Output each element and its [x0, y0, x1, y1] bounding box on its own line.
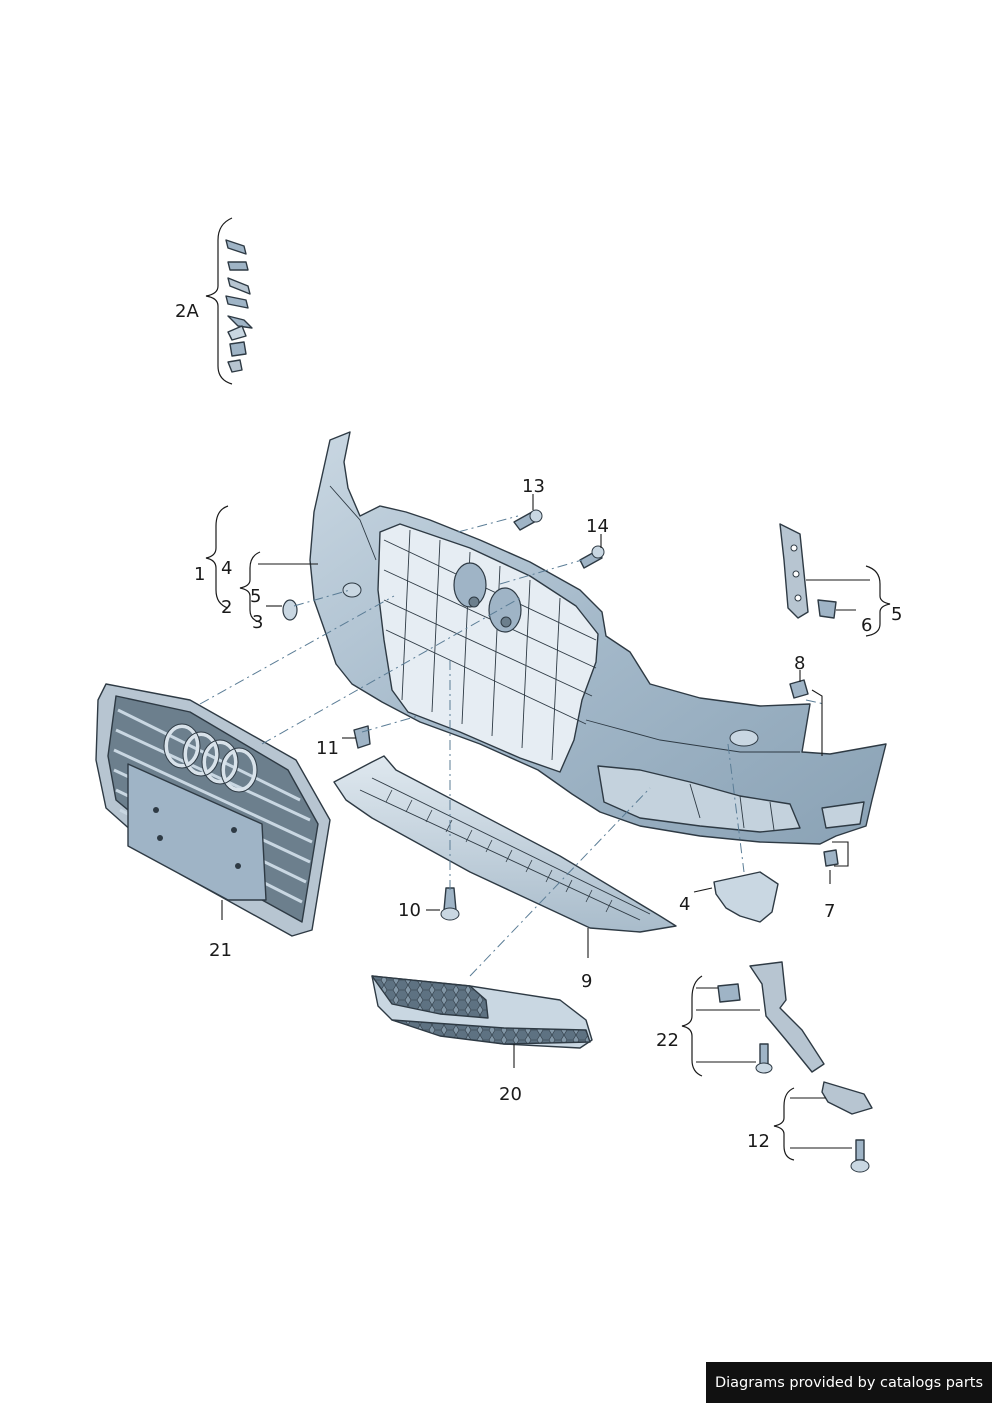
trim-cover-4: [713, 871, 779, 923]
label-14: 14: [586, 516, 609, 537]
credit-banner: Diagrams provided by catalogs parts: [706, 1362, 992, 1403]
label-20: 20: [499, 1084, 522, 1105]
side-bracket: [779, 523, 837, 619]
clip-8: [789, 679, 809, 699]
label-4-upper: 4: [221, 558, 232, 579]
label-4-lower: 4: [679, 894, 690, 915]
grille-mount-lattice: [383, 529, 597, 761]
deflector-ribs: [385, 789, 613, 913]
label-5-left: 5: [250, 586, 261, 607]
label-5-right: 5: [891, 604, 902, 625]
bumper-cover: [309, 431, 887, 845]
rings-emblem-icon: [164, 724, 257, 792]
bolt-icon: [225, 239, 253, 373]
label-1: 1: [194, 564, 205, 585]
screw-14: [579, 545, 605, 569]
screw-13: [513, 509, 543, 531]
label-9: 9: [581, 971, 592, 992]
callout-leaders: [205, 494, 891, 1161]
label-13: 13: [522, 476, 545, 497]
bracket-22: [717, 961, 825, 1074]
label-12: 12: [747, 1131, 770, 1152]
label-11: 11: [316, 738, 339, 759]
screw-10: [440, 887, 460, 921]
label-22: 22: [656, 1030, 679, 1051]
callout-labels: 2A 13 14 1 4 2 5 3 5 6 8 11 4 7 10 9 21 …: [175, 301, 902, 1152]
label-7: 7: [824, 901, 835, 922]
lower-deflector: [333, 755, 677, 933]
bracket-12: [821, 1081, 873, 1173]
assembly-lines: [199, 515, 825, 977]
label-21: 21: [209, 940, 232, 961]
lower-grille-insert: [371, 975, 593, 1049]
clip-11: [353, 725, 371, 749]
label-8: 8: [794, 653, 805, 674]
clip-7: [823, 849, 839, 867]
radiator-grille: [95, 683, 331, 937]
label-3: 3: [252, 612, 263, 633]
label-10: 10: [398, 900, 421, 921]
fastener-set-2a: [205, 217, 253, 385]
label-2a: 2A: [175, 301, 199, 322]
label-2: 2: [221, 597, 232, 618]
label-6: 6: [861, 615, 872, 636]
cap-3: [282, 599, 298, 621]
